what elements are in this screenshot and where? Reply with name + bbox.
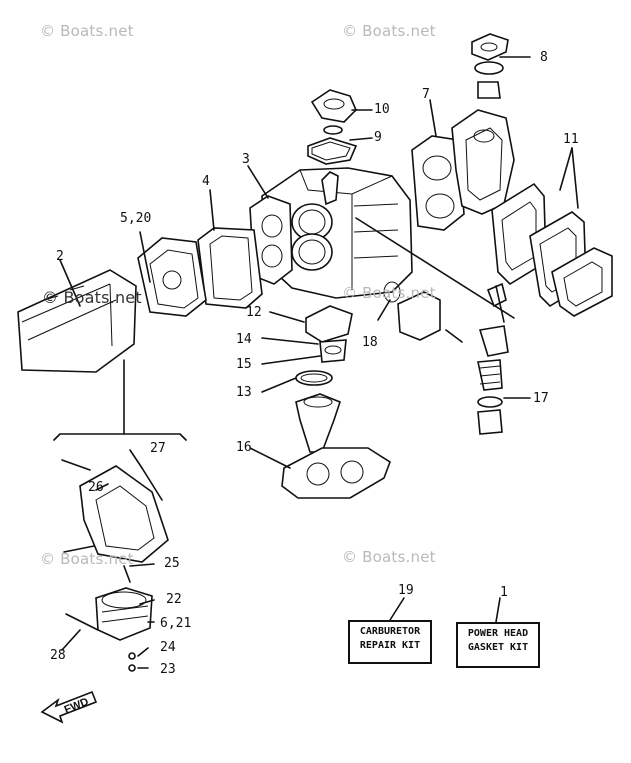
callout-label: 19 bbox=[398, 583, 414, 598]
fuel-pump-part bbox=[61, 449, 169, 672]
callout-label: 23 bbox=[160, 662, 176, 677]
thermostat-cover-part bbox=[471, 33, 531, 99]
anode-part bbox=[477, 282, 531, 435]
cylinder-head-gasket-part bbox=[411, 99, 465, 231]
callout-label: 15 bbox=[236, 357, 252, 372]
callout-label: 2 bbox=[56, 249, 64, 264]
callout-label: 16 bbox=[236, 440, 252, 455]
water-pump-part bbox=[377, 281, 463, 343]
intake-gasket-part bbox=[197, 165, 293, 309]
kit-19-leader bbox=[389, 597, 405, 621]
callout-label: 10 bbox=[374, 102, 390, 117]
callout-label: 7 bbox=[422, 87, 430, 102]
kit-label-line: POWER HEAD bbox=[467, 628, 529, 639]
callout-label: 18 bbox=[362, 335, 378, 350]
watermark-text: © Boats.net bbox=[40, 22, 134, 40]
fwd-arrow bbox=[40, 690, 98, 724]
kit-label-line: REPAIR KIT bbox=[359, 640, 421, 651]
callout-label: 6,21 bbox=[160, 616, 192, 631]
carburetor-repair-kit-box: CARBURETOR REPAIR KIT bbox=[348, 620, 432, 664]
bracket-line bbox=[53, 433, 187, 441]
callout-label: 12 bbox=[246, 305, 262, 320]
thermostat-stack-part bbox=[261, 305, 353, 453]
callout-label: 5,20 bbox=[120, 211, 152, 226]
callout-label: 14 bbox=[236, 332, 252, 347]
callout-label: 25 bbox=[164, 556, 180, 571]
callout-label: 9 bbox=[374, 130, 382, 145]
exhaust-gasket-part bbox=[491, 147, 613, 317]
callout-label: 22 bbox=[166, 592, 182, 607]
callout-label: 24 bbox=[160, 640, 176, 655]
watermark-text: © Boats.net bbox=[40, 550, 134, 568]
watermark-text: © Boats.net bbox=[42, 288, 142, 307]
callout-label: 1 bbox=[500, 585, 508, 600]
callout-label: 27 bbox=[150, 441, 166, 456]
watermark-text: © Boats.net bbox=[342, 284, 436, 302]
callout-label: 4 bbox=[202, 174, 210, 189]
base-gasket-part bbox=[249, 447, 391, 499]
callout-label: 8 bbox=[540, 50, 548, 65]
intake-manifold-part bbox=[137, 231, 207, 317]
power-head-gasket-kit-box: POWER HEAD GASKET KIT bbox=[456, 622, 540, 668]
watermark-text: © Boats.net bbox=[342, 22, 436, 40]
watermark-text: © Boats.net bbox=[342, 548, 436, 566]
cylinder-block-part bbox=[261, 167, 515, 319]
callout-label: 3 bbox=[242, 152, 250, 167]
callout-label: 28 bbox=[50, 648, 66, 663]
callout-label: 13 bbox=[236, 385, 252, 400]
callout-label: 26 bbox=[88, 480, 104, 495]
water-cover-part bbox=[307, 89, 373, 165]
exhaust-cover-part bbox=[451, 109, 515, 215]
kit-label-line: CARBURETOR bbox=[359, 626, 421, 637]
kit-label-line: GASKET KIT bbox=[467, 642, 529, 653]
callout-label: 17 bbox=[533, 391, 549, 406]
callout-label: 11 bbox=[563, 132, 579, 147]
silencer-part bbox=[17, 259, 137, 373]
kit-1-leader bbox=[495, 597, 501, 623]
